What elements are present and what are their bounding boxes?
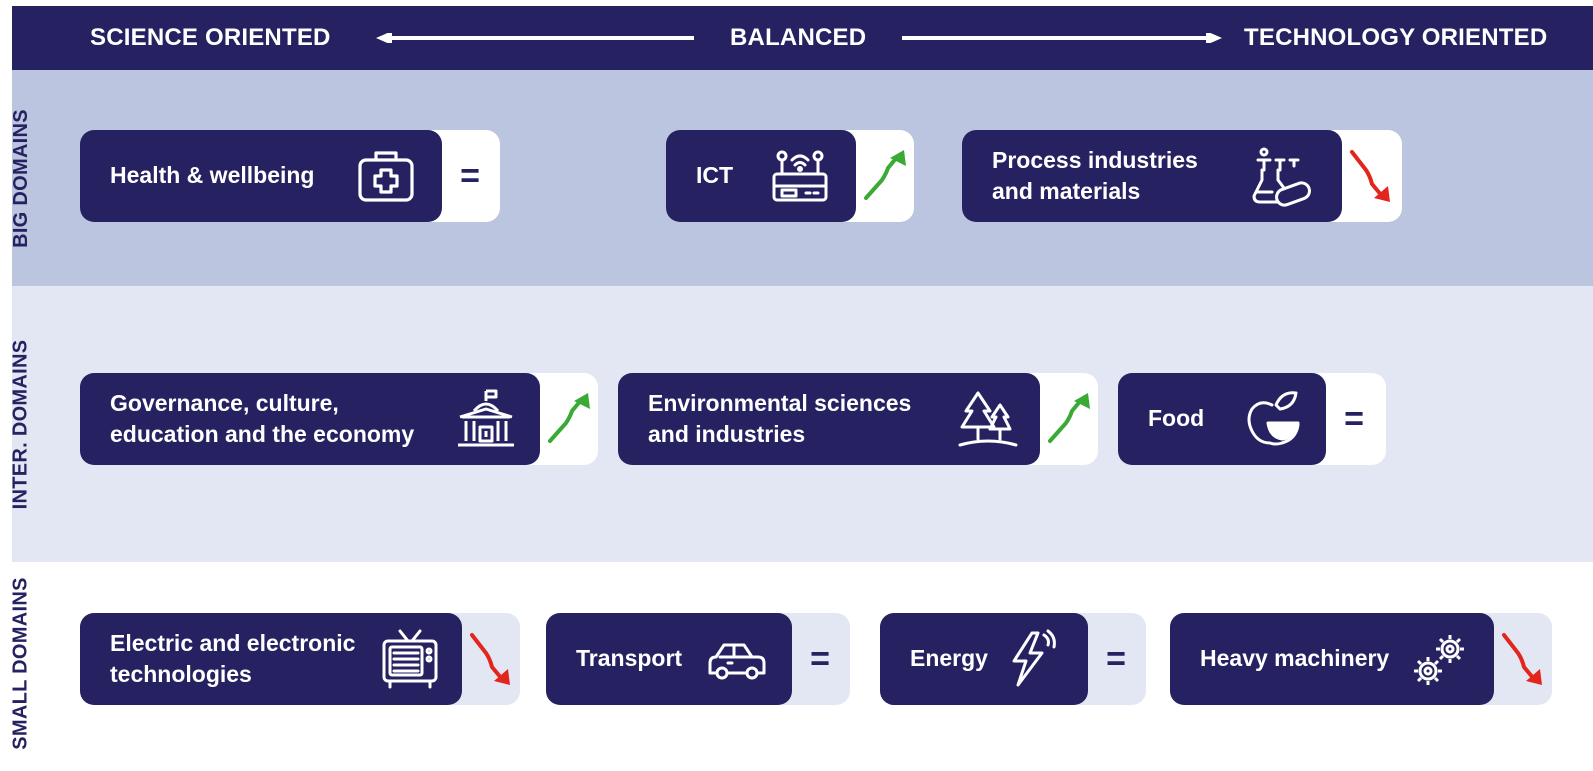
government-building-icon [458,389,514,447]
tile-box: Heavy machinery [1170,613,1494,705]
tile-electric-electronic: Electric and electronic technologies [80,613,520,705]
tile-label: Heavy machinery [1200,645,1390,672]
television-icon [382,629,438,689]
trend-equal-icon: = [1328,391,1380,447]
trend-up-icon [1048,393,1090,443]
tile-label: Energy [910,645,988,672]
tile-label-line1: Environmental sciences [648,389,912,416]
big-domains-label: BIG DOMAINS [9,108,32,248]
tile-box: Process industries and materials [962,130,1342,222]
tile-box: Electric and electronic technologies [80,613,462,705]
small-domains-label-wrap: SMALL DOMAINS [0,556,42,771]
tile-box: Food [1118,373,1326,465]
tile-governance: Governance, culture, education and the e… [80,373,598,465]
arrow-right-icon [902,33,1222,43]
trend-equal-icon: = [794,631,846,687]
tile-label: ICT [696,162,734,189]
trend-equal-sign: = [810,639,830,678]
tile-box: Governance, culture, education and the e… [80,373,540,465]
balanced-label: BALANCED [730,24,867,51]
trend-equal-sign: = [1106,639,1126,678]
apple-icon [1247,391,1300,446]
router-icon [772,150,828,202]
tile-box: ICT [666,130,856,222]
car-icon [708,643,766,680]
trend-down-icon [1350,150,1390,202]
tile-box: Transport [546,613,792,705]
tile-label-line2: and materials [992,178,1141,204]
tile-label: Process industries and materials [992,130,1198,222]
tile-label: Electric and electronic technologies [110,613,355,705]
trend-equal-sign: = [1344,399,1364,438]
trend-down-icon [1502,633,1542,685]
tile-label-line1: Electric and electronic [110,629,356,656]
trend-equal-sign: = [460,156,480,195]
lab-flask-icon [1252,147,1311,207]
tile-box: Energy [880,613,1088,705]
tile-environmental-sciences: Environmental sciences and industries [618,373,1098,465]
technology-oriented-label: TECHNOLOGY ORIENTED [1244,24,1548,51]
tile-label-line2: technologies [110,661,252,687]
trend-down-icon [470,633,510,685]
tile-label-line1: Governance, culture, [110,389,339,416]
tile-energy: Energy = [880,613,1146,705]
tile-ict: ICT [666,130,914,222]
orientation-header: SCIENCE ORIENTED BALANCED TECHNOLOGY ORI… [12,6,1593,70]
arrow-left-icon [376,33,694,43]
trend-up-icon [548,393,590,443]
trees-icon [958,391,1018,447]
inter-domains-label-wrap: INTER. DOMAINS [0,286,42,562]
tile-label: Transport [576,645,683,672]
tile-process-industries: Process industries and materials [962,130,1402,222]
gears-icon [1414,635,1464,685]
big-domains-label-wrap: BIG DOMAINS [0,70,42,286]
tile-health-wellbeing: Health & wellbeing = [80,130,500,222]
tile-label-line2: education and the economy [110,421,415,447]
tile-transport: Transport = [546,613,850,705]
tile-box: Health & wellbeing [80,130,442,222]
tile-label-line1: Process industries [992,146,1198,173]
science-oriented-label: SCIENCE ORIENTED [90,24,331,51]
tile-heavy-machinery: Heavy machinery [1170,613,1552,705]
tile-food: Food = [1118,373,1386,465]
trend-equal-icon: = [1090,631,1142,687]
tile-label: Health & wellbeing [110,162,315,189]
tile-label: Environmental sciences and industries [648,373,911,465]
tile-label: Governance, culture, education and the e… [110,373,414,465]
small-domains-label: SMALL DOMAINS [9,577,32,750]
tile-box: Environmental sciences and industries [618,373,1040,465]
tile-label-line2: and industries [648,421,806,447]
trend-up-icon [864,150,906,200]
first-aid-kit-icon [358,151,414,202]
tile-label: Food [1148,405,1205,432]
lightning-icon [1012,629,1056,687]
inter-domains-label: INTER. DOMAINS [9,339,32,509]
trend-equal-icon: = [444,148,496,204]
